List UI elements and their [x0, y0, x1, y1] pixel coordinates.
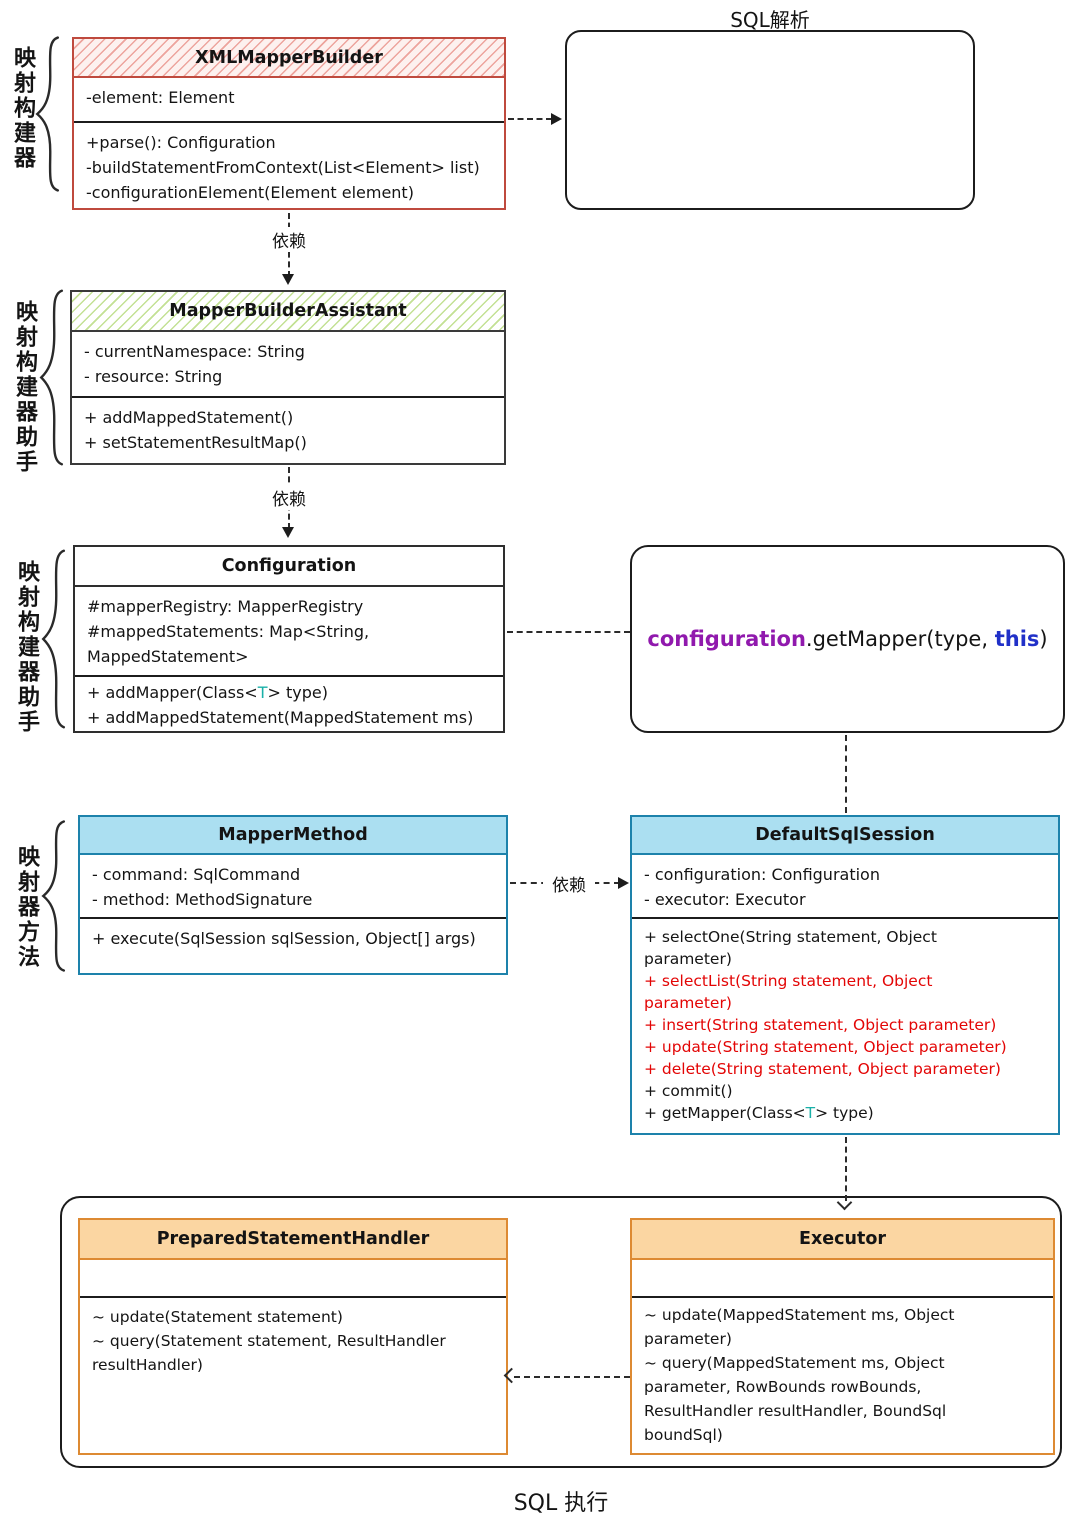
brace-icon [38, 289, 64, 466]
method-buildstatementfromcontext: -buildStatementFromContext(List<Element>… [86, 158, 480, 177]
code-close-paren: ) [1039, 627, 1048, 651]
class-mapperbuilderassistant: MapperBuilderAssistant - currentNamespac… [70, 290, 506, 465]
side-label-mapper-method: 映射器方法 [14, 845, 39, 970]
connector-configuration-codebox [507, 631, 630, 633]
class-preparedstatementhandler-fields [80, 1260, 506, 1298]
dependency-label: 依赖 [266, 485, 312, 510]
method-update: + update(String statement, Object parame… [644, 1038, 1007, 1056]
connector-defaultsqlsession-executor [845, 1137, 847, 1201]
class-configuration: Configuration #mapperRegistry: MapperReg… [73, 545, 505, 733]
field-command: - command: SqlCommand [92, 865, 301, 884]
method-delete: + delete(String statement, Object parame… [644, 1060, 1001, 1078]
brace-icon [34, 36, 60, 192]
side-label-mapping-builder-assistant: 映射构建器助手 [12, 300, 37, 475]
class-configuration-title: Configuration [75, 547, 503, 587]
dependency-label: 依赖 [266, 227, 312, 252]
brace-icon [40, 820, 66, 972]
connector-executor-preparedstatementhandler [514, 1376, 630, 1378]
class-configuration-methods: + addMapper(Class<T> type) + addMappedSt… [75, 677, 503, 737]
class-preparedstatementhandler: PreparedStatementHandler ~ update(Statem… [78, 1218, 508, 1455]
field-configuration: - configuration: Configuration [644, 865, 880, 884]
arrowhead-right-icon [551, 113, 562, 125]
method-insert: + insert(String statement, Object parame… [644, 1016, 997, 1034]
method-query: ~ query(MappedStatement ms, Object param… [644, 1354, 947, 1444]
field-mappedstatements: #mappedStatements: Map<String, MappedSta… [87, 622, 370, 666]
method-setstatementresultmap: + setStatementResultMap() [84, 433, 307, 452]
method-execute: + execute(SqlSession sqlSession, Object[… [92, 929, 476, 948]
arrowhead-down-icon [282, 274, 294, 285]
method-query: ~ query(Statement statement, ResultHandl… [92, 1332, 446, 1374]
method-addmapper: + addMapper(Class<T> type) [87, 683, 328, 702]
method-addmappedstatement: + addMappedStatement() [84, 408, 294, 427]
class-xmlmapperbuilder-fields: -element: Element [74, 78, 504, 123]
side-label-mapping-builder-assistant-2: 映射构建器助手 [14, 560, 39, 735]
connector-codebox-defaultsqlsession [845, 735, 847, 813]
sql-parse-title: SQL解析 [730, 8, 810, 32]
class-defaultsqlsession-fields: - configuration: Configuration - executo… [632, 855, 1058, 919]
sql-exec-title: SQL 执行 [513, 1491, 609, 1516]
method-getmapper: + getMapper(Class<T> type) [644, 1104, 874, 1122]
generic-type: T [805, 1104, 816, 1122]
dependency-label: 依赖 [543, 871, 595, 896]
method-parse: +parse(): Configuration [86, 133, 276, 152]
generic-type: T [257, 683, 268, 702]
method-selectone: + selectOne(String statement, Object par… [644, 928, 937, 968]
class-executor: Executor ~ update(MappedStatement ms, Ob… [630, 1218, 1055, 1455]
field-executor: - executor: Executor [644, 890, 806, 909]
sql-parse-container [565, 30, 975, 210]
class-executor-methods: ~ update(MappedStatement ms, Object para… [632, 1298, 1053, 1454]
class-executor-title: Executor [632, 1220, 1053, 1260]
side-label-mapping-builder: 映射构建器 [10, 46, 35, 171]
arrowhead-down-icon [282, 527, 294, 538]
class-defaultsqlsession: DefaultSqlSession - configuration: Confi… [630, 815, 1060, 1135]
class-xmlmapperbuilder-methods: +parse(): Configuration -buildStatementF… [74, 123, 504, 212]
class-preparedstatementhandler-title: PreparedStatementHandler [80, 1220, 506, 1260]
field-currentnamespace: - currentNamespace: String [84, 342, 305, 361]
code-snippet-box: configuration.getMapper(type, this) [630, 545, 1065, 733]
class-mappermethod-fields: - command: SqlCommand - method: MethodSi… [80, 855, 506, 919]
class-mappermethod: MapperMethod - command: SqlCommand - met… [78, 815, 508, 975]
field-resource: - resource: String [84, 367, 223, 386]
arrowhead-right-icon [618, 877, 629, 889]
method-configurationelement: -configurationElement(Element element) [86, 183, 414, 202]
class-mapperbuilderassistant-methods: + addMappedStatement() + setStatementRes… [72, 398, 504, 463]
brace-icon [40, 549, 66, 729]
class-xmlmapperbuilder-title: XMLMapperBuilder [74, 39, 504, 78]
class-preparedstatementhandler-methods: ~ update(Statement statement) ~ query(St… [80, 1298, 506, 1453]
class-defaultsqlsession-title: DefaultSqlSession [632, 817, 1058, 855]
code-call: .getMapper(type, [805, 627, 995, 651]
class-mappermethod-title: MapperMethod [80, 817, 506, 855]
field-mapperregistry: #mapperRegistry: MapperRegistry [87, 597, 364, 616]
class-defaultsqlsession-methods: + selectOne(String statement, Object par… [632, 919, 1058, 1133]
method-update: ~ update(Statement statement) [92, 1308, 343, 1326]
class-mapperbuilderassistant-title: MapperBuilderAssistant [72, 292, 504, 332]
method-selectlist: + selectList(String statement, Object pa… [644, 972, 933, 1012]
class-mappermethod-methods: + execute(SqlSession sqlSession, Object[… [80, 919, 506, 973]
code-object: configuration [647, 627, 806, 651]
code-snippet: configuration.getMapper(type, this) [647, 627, 1047, 651]
code-keyword-this: this [994, 627, 1040, 651]
method-commit: + commit() [644, 1082, 733, 1100]
method-update: ~ update(MappedStatement ms, Object para… [644, 1306, 955, 1348]
field-method: - method: MethodSignature [92, 890, 313, 909]
connector-xmlmapperbuilder-sqlparse [508, 118, 552, 120]
field-element: -element: Element [86, 88, 235, 107]
method-addmappedstatement: + addMappedStatement(MappedStatement ms) [87, 708, 474, 727]
class-executor-fields [632, 1260, 1053, 1298]
class-mapperbuilderassistant-fields: - currentNamespace: String - resource: S… [72, 332, 504, 398]
class-xmlmapperbuilder: XMLMapperBuilder -element: Element +pars… [72, 37, 506, 210]
class-configuration-fields: #mapperRegistry: MapperRegistry #mappedS… [75, 587, 503, 677]
